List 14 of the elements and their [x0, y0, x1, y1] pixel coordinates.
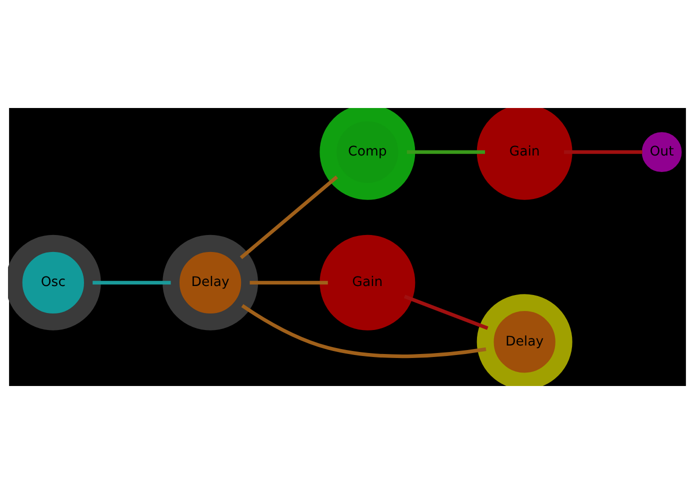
node-circle: Out [642, 132, 682, 172]
connector [240, 176, 338, 260]
connector [406, 150, 486, 154]
node-circle: Comp [320, 108, 416, 200]
node-circle: Osc [8, 234, 101, 330]
node-circle: Gain [476, 108, 572, 200]
node-circle: Delay [162, 234, 258, 330]
node-circle: Gain [320, 234, 416, 330]
connector [564, 150, 642, 154]
connector [250, 280, 328, 284]
connector [404, 294, 488, 330]
connector [92, 280, 171, 284]
connector [241, 304, 486, 358]
node-circle: Delay [476, 294, 572, 386]
